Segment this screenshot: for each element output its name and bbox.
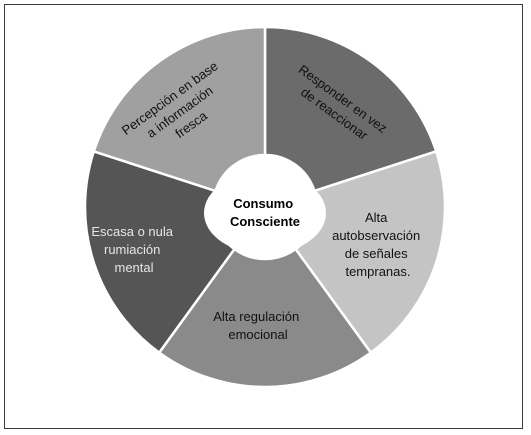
segment-responder — [263, 25, 438, 193]
segment-label-autoobservacion-line-1: Alta — [365, 210, 388, 225]
segment-percepcion — [92, 25, 267, 193]
segment-regulacion — [157, 247, 373, 389]
segment-label-rumiacion-line-3: mental — [114, 260, 153, 275]
segments-layer — [83, 25, 447, 389]
segment-label-regulacion-line-1: Alta regulación — [213, 309, 299, 324]
segment-label-autoobservacion: Alta autobservación de señales tempranas… — [332, 210, 424, 279]
segment-label-autoobservacion-line-2: autobservación — [332, 228, 420, 243]
segment-label-rumiacion-line-2: rumiación — [104, 242, 160, 257]
center-label-line-1: Consumo — [233, 196, 293, 211]
segment-label-autoobservacion-line-3: de señales — [345, 246, 408, 261]
segment-label-rumiacion-line-1: Escasa o nula — [91, 224, 173, 239]
center-label: Consumo Consciente — [230, 196, 300, 229]
center-layer: Consumo Consciente — [204, 172, 326, 254]
center-hub — [204, 172, 326, 254]
segment-label-regulacion-line-2: emocional — [228, 327, 287, 342]
segment-label-regulacion: Alta regulación emocional — [213, 309, 303, 342]
segment-label-autoobservacion-line-4: tempranas. — [345, 264, 410, 279]
center-label-line-2: Consciente — [230, 214, 300, 229]
segment-label-rumiacion: Escasa o nula rumiación mental — [91, 224, 176, 275]
